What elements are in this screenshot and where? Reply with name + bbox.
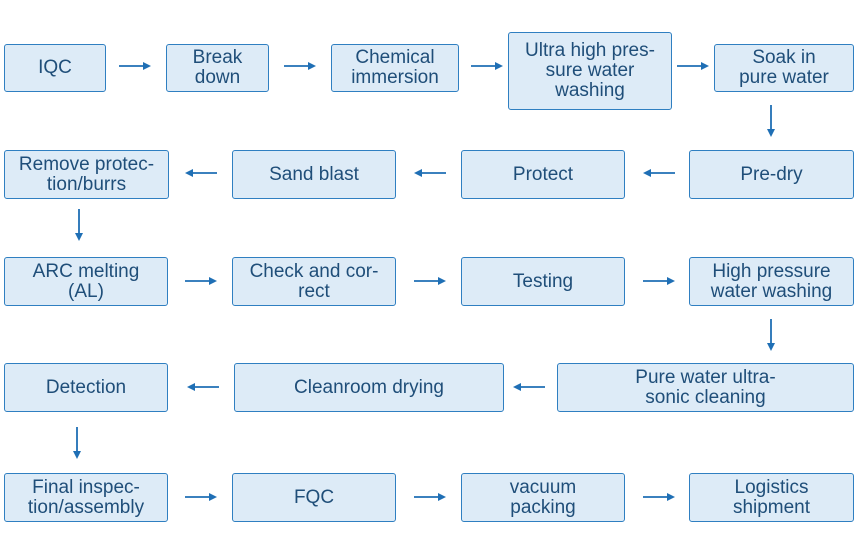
arrow-down-icon <box>767 319 775 351</box>
step-final-inspection-assembly: Final inspec- tion/assembly <box>4 473 168 522</box>
step-detection: Detection <box>4 363 168 412</box>
arrow-right-icon <box>185 493 217 501</box>
step-sand-blast: Sand blast <box>232 150 396 199</box>
step-pre-dry: Pre-dry <box>689 150 854 199</box>
arrow-left-icon <box>513 383 545 391</box>
arrow-left-icon <box>185 169 217 177</box>
step-testing: Testing <box>461 257 625 306</box>
arrow-down-icon <box>73 427 81 459</box>
step-high-pressure-washing: High pressure water washing <box>689 257 854 306</box>
arrow-right-icon <box>677 62 709 70</box>
step-check-and-correct: Check and cor- rect <box>232 257 396 306</box>
arrow-right-icon <box>471 62 503 70</box>
step-break-down: Break down <box>166 44 269 92</box>
arrow-right-icon <box>643 277 675 285</box>
arrow-left-icon <box>643 169 675 177</box>
step-arc-melting: ARC melting (AL) <box>4 257 168 306</box>
step-ultra-high-pressure-washing: Ultra high pres- sure water washing <box>508 32 672 110</box>
arrow-down-icon <box>75 209 83 241</box>
step-chemical-immersion: Chemical immersion <box>331 44 459 92</box>
step-soak-in-pure-water: Soak in pure water <box>714 44 854 92</box>
arrow-right-icon <box>119 62 151 70</box>
arrow-right-icon <box>643 493 675 501</box>
step-protect: Protect <box>461 150 625 199</box>
arrow-down-icon <box>767 105 775 137</box>
step-logistics-shipment: Logistics shipment <box>689 473 854 522</box>
arrow-right-icon <box>185 277 217 285</box>
arrow-right-icon <box>284 62 316 70</box>
step-iqc: IQC <box>4 44 106 92</box>
step-remove-protection-burrs: Remove protec- tion/burrs <box>4 150 169 199</box>
step-cleanroom-drying: Cleanroom drying <box>234 363 504 412</box>
step-pure-water-ultrasonic-cleaning: Pure water ultra- sonic cleaning <box>557 363 854 412</box>
arrow-left-icon <box>187 383 219 391</box>
step-vacuum-packing: vacuum packing <box>461 473 625 522</box>
arrow-left-icon <box>414 169 446 177</box>
arrow-right-icon <box>414 277 446 285</box>
arrow-right-icon <box>414 493 446 501</box>
step-fqc: FQC <box>232 473 396 522</box>
